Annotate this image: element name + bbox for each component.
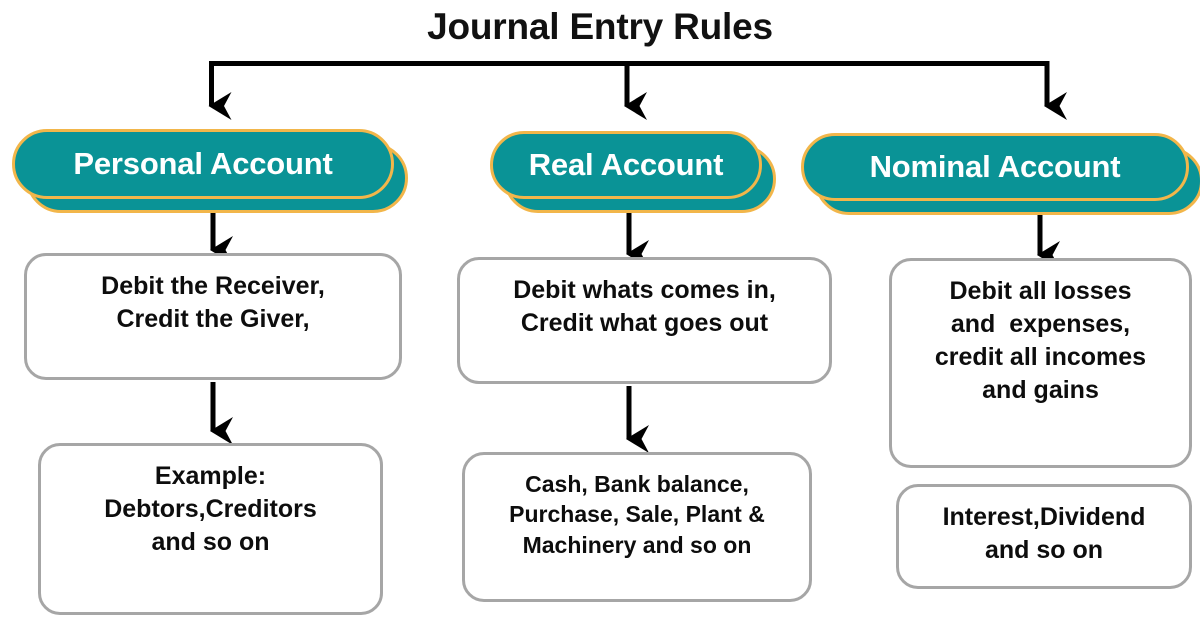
header-card-face-real: Real Account <box>490 131 762 199</box>
page-title: Journal Entry Rules <box>427 6 773 47</box>
header-label-nominal-account: Nominal Account <box>869 149 1121 184</box>
header-card-face-nominal: Nominal Account <box>801 133 1189 201</box>
rule-box-nominal: Debit all losses and expenses, credit al… <box>889 258 1192 468</box>
header-card-face-personal: Personal Account <box>12 129 394 199</box>
example-box-nominal: Interest,Dividend and so on <box>896 484 1192 589</box>
header-label-real-account: Real Account <box>528 147 724 182</box>
header-card-nominal-account[interactable]: Nominal Account <box>801 133 1200 215</box>
rule-line: Credit the Giver, <box>116 305 310 333</box>
example-line: Debtors,Creditors <box>104 495 317 523</box>
rule-line: Debit the Receiver, <box>101 272 325 300</box>
header-card-real-account[interactable]: Real Account <box>490 131 776 213</box>
rule-line: credit all incomes <box>934 343 1147 371</box>
rule-line: Debit all losses <box>949 277 1132 305</box>
example-line: Machinery and so on <box>522 531 752 558</box>
rule-line: Debit whats comes in, <box>513 276 776 304</box>
example-line: and so on <box>151 528 270 556</box>
rule-box-personal: Debit the Receiver, Credit the Giver, <box>24 253 402 380</box>
example-line: Cash, Bank balance, <box>525 471 749 497</box>
example-line: Interest,Dividend <box>942 503 1146 531</box>
header-card-personal-account[interactable]: Personal Account <box>12 129 408 213</box>
rule-line: and expenses, <box>950 310 1131 338</box>
example-box-real: Cash, Bank balance, Purchase, Sale, Plan… <box>462 452 812 602</box>
header-label-personal-account: Personal Account <box>73 146 333 181</box>
example-line: Example: <box>154 462 267 490</box>
example-line: Purchase, Sale, Plant & <box>509 501 765 528</box>
rule-line: Credit what goes out <box>520 309 769 337</box>
rule-line: and gains <box>982 376 1099 404</box>
rule-box-real: Debit whats comes in, Credit what goes o… <box>457 257 832 384</box>
example-line: and so on <box>984 536 1104 564</box>
example-box-personal: Example: Debtors,Creditors and so on <box>38 443 383 615</box>
